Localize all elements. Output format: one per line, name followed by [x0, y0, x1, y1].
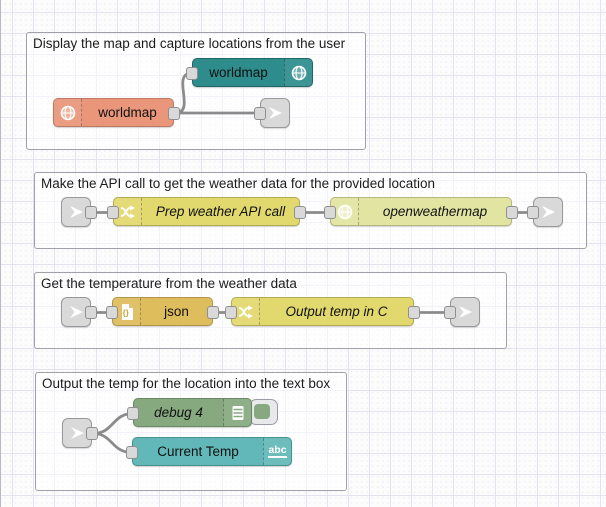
- node-change-output-temp[interactable]: Output temp in C: [225, 297, 420, 326]
- node-label: Current Temp: [157, 444, 239, 459]
- output-port[interactable]: [85, 306, 97, 319]
- link-arrow-icon: [70, 206, 83, 218]
- node-change-prep-weather[interactable]: Prep weather API call: [107, 197, 306, 226]
- output-port[interactable]: [85, 206, 97, 219]
- input-port[interactable]: [324, 205, 336, 219]
- input-port[interactable]: [126, 445, 138, 459]
- link-arrow-icon: [70, 306, 83, 318]
- link-arrow-icon: [71, 427, 84, 439]
- node-label: worldmap: [98, 105, 157, 120]
- group-title: Make the API call to get the weather dat…: [41, 176, 435, 191]
- node-label: worldmap: [209, 65, 268, 80]
- output-port[interactable]: [168, 106, 180, 120]
- globe-icon: [284, 59, 312, 86]
- node-debug-4[interactable]: debug 4: [127, 398, 252, 427]
- input-port[interactable]: [527, 206, 539, 219]
- link-arrow-icon: [542, 206, 555, 218]
- node-label: debug 4: [154, 405, 203, 420]
- group-output-temp[interactable]: Output the temp for the location into th…: [35, 372, 347, 491]
- output-port[interactable]: [408, 305, 420, 319]
- output-port[interactable]: [506, 205, 518, 219]
- node-link-out-map[interactable]: [254, 98, 290, 128]
- input-port[interactable]: [444, 306, 456, 319]
- group-title: Display the map and capture locations fr…: [33, 36, 346, 51]
- node-link-in-api[interactable]: [61, 197, 97, 227]
- node-link-in-temp[interactable]: [61, 297, 97, 327]
- input-port[interactable]: [225, 305, 237, 319]
- abc-icon: abc: [263, 438, 291, 465]
- debug-toggle-state: [254, 403, 270, 419]
- node-label: Prep weather API call: [155, 204, 286, 219]
- svg-text:{}: {}: [122, 308, 128, 317]
- node-current-temp-text[interactable]: Current Temp abc: [126, 437, 292, 466]
- debug-enable-toggle[interactable]: [249, 399, 278, 425]
- node-worldmap-events[interactable]: worldmap: [53, 98, 180, 127]
- output-port[interactable]: [207, 305, 219, 319]
- input-port[interactable]: [107, 205, 119, 219]
- node-label: Output temp in C: [285, 304, 388, 319]
- output-port[interactable]: [294, 205, 306, 219]
- link-arrow-icon: [459, 306, 472, 318]
- node-link-out-api[interactable]: [527, 197, 563, 227]
- debug-list-icon: [223, 399, 251, 426]
- shuffle-icon: [232, 298, 260, 325]
- group-title: Get the temperature from the weather dat…: [41, 276, 297, 291]
- globe-icon: [331, 198, 359, 225]
- node-worldmap-display[interactable]: worldmap: [186, 58, 313, 87]
- node-json[interactable]: {} json: [106, 297, 219, 326]
- input-port[interactable]: [254, 107, 266, 120]
- group-title: Output the temp for the location into th…: [42, 376, 331, 391]
- input-port[interactable]: [106, 305, 118, 319]
- node-openweathermap[interactable]: openweathermap: [324, 197, 518, 226]
- input-port[interactable]: [127, 406, 139, 420]
- node-link-out-temp[interactable]: [444, 297, 480, 327]
- input-port[interactable]: [186, 66, 198, 80]
- group-display-map[interactable]: Display the map and capture locations fr…: [26, 32, 366, 150]
- node-label: json: [164, 304, 189, 319]
- link-arrow-icon: [269, 107, 282, 119]
- globe-icon: [54, 99, 82, 126]
- output-port[interactable]: [86, 427, 98, 440]
- node-label: openweathermap: [382, 204, 488, 219]
- node-link-in-output[interactable]: [62, 418, 98, 448]
